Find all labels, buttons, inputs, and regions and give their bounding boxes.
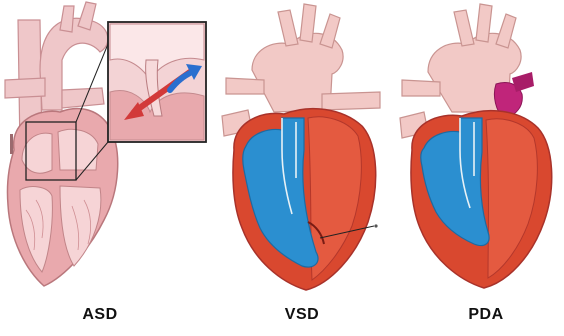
asd-panel bbox=[0, 0, 210, 296]
pda-panel bbox=[392, 0, 560, 296]
asd-label: ASD bbox=[60, 306, 140, 330]
pda-label: PDA bbox=[446, 306, 526, 330]
pda-left-side bbox=[486, 119, 537, 278]
pda-heart-illustration bbox=[392, 0, 560, 296]
asd-heart-illustration bbox=[0, 0, 210, 296]
vsd-panel bbox=[212, 0, 388, 296]
asd-zoom-inset bbox=[108, 22, 206, 142]
vsd-label: VSD bbox=[262, 306, 342, 330]
vsd-pointer-tip bbox=[374, 224, 377, 227]
asd-zoom-connector-top bbox=[76, 44, 108, 122]
vsd-heart-illustration bbox=[212, 0, 388, 296]
